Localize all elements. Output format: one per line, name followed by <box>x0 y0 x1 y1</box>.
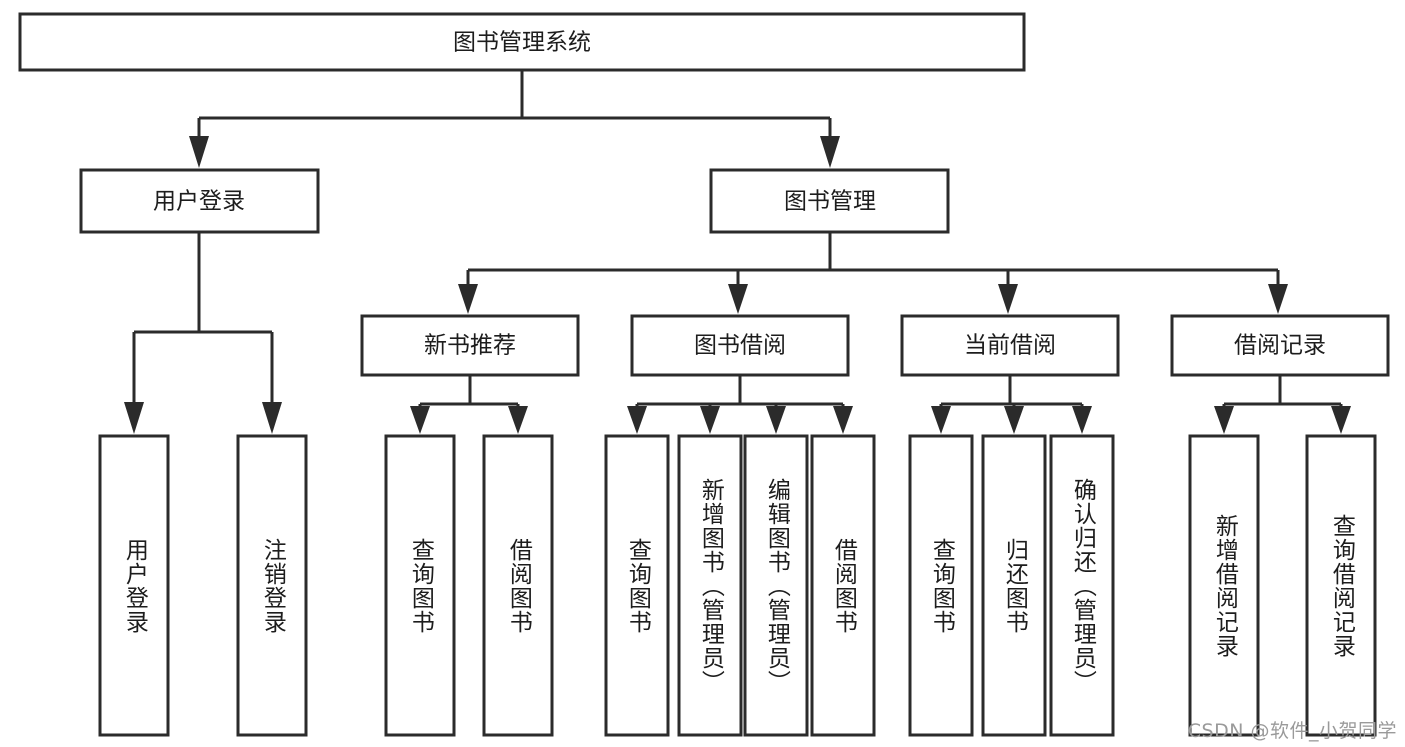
node-box-leaf-return-book[interactable] <box>981 434 1047 737</box>
arrow-head-leaf-query-record <box>1331 406 1351 434</box>
arrow-head-leaf-query-book-1 <box>410 406 430 434</box>
node-box-book-manage[interactable] <box>709 168 950 234</box>
arrow-head-leaf-query-book-2 <box>627 406 647 434</box>
arrow-head-leaf-return-book <box>1004 406 1024 434</box>
node-label-borrow-record: 借阅记录 <box>1234 333 1326 359</box>
node-box-book-borrow[interactable] <box>630 314 850 377</box>
arrow-head-current-borrow <box>998 284 1018 314</box>
node-label-user-login: 用户登录 <box>153 189 245 215</box>
arrow-head-leaf-add-book <box>700 406 720 434</box>
node-box-current-borrow[interactable] <box>900 314 1120 377</box>
arrow-head-leaf-edit-book <box>766 406 786 434</box>
arrow-head-leaf-query-book-3 <box>931 406 951 434</box>
node-box-borrow-record[interactable] <box>1170 314 1390 377</box>
node-box-leaf-add-record[interactable] <box>1188 434 1260 737</box>
node-box-leaf-query-book-3[interactable] <box>908 434 974 737</box>
node-label-book-borrow: 图书借阅 <box>694 333 786 359</box>
node-box-leaf-query-book-2[interactable] <box>604 434 670 737</box>
node-box-leaf-borrow-book-2[interactable] <box>810 434 876 737</box>
arrow-head-leaf-logout <box>262 402 282 434</box>
node-box-leaf-query-record[interactable] <box>1305 434 1377 737</box>
node-label-book-manage: 图书管理 <box>784 189 876 215</box>
node-box-leaf-query-book-1[interactable] <box>384 434 456 737</box>
node-box-leaf-user-login[interactable] <box>98 434 170 737</box>
arrow-head-leaf-borrow-book-1 <box>508 406 528 434</box>
node-box-leaf-borrow-book-1[interactable] <box>482 434 554 737</box>
arrow-head-borrow-record <box>1268 284 1288 314</box>
arrow-head-leaf-add-record <box>1214 406 1234 434</box>
node-layer: 图书管理系统 用户登录 图书管理 新书推荐 图书借阅 当前借阅 借阅记录 <box>18 12 1390 737</box>
arrow-head-book-manage <box>820 136 840 168</box>
node-box-leaf-add-book[interactable] <box>677 434 743 737</box>
csdn-watermark: CSDN @软件_小贺同学 <box>1187 720 1397 742</box>
node-box-leaf-logout[interactable] <box>236 434 308 737</box>
arrow-head-leaf-user-login <box>124 402 144 434</box>
node-box-leaf-edit-book[interactable] <box>743 434 809 737</box>
arrow-head-leaf-borrow-book-2 <box>833 406 853 434</box>
node-box-root[interactable] <box>18 12 1026 72</box>
connector-layer <box>124 70 1351 434</box>
node-label-root: 图书管理系统 <box>453 30 591 56</box>
arrow-head-new-book-recommend <box>458 284 478 314</box>
node-label-current-borrow: 当前借阅 <box>964 333 1056 359</box>
arrow-head-leaf-confirm-return <box>1072 406 1092 434</box>
arrow-head-user-login <box>189 136 209 168</box>
arrow-head-book-borrow <box>728 284 748 314</box>
node-box-user-login[interactable] <box>79 168 320 234</box>
node-box-new-book-recommend[interactable] <box>360 314 580 377</box>
node-label-new-book-recommend: 新书推荐 <box>424 333 516 359</box>
node-box-leaf-confirm-return[interactable] <box>1049 434 1115 737</box>
